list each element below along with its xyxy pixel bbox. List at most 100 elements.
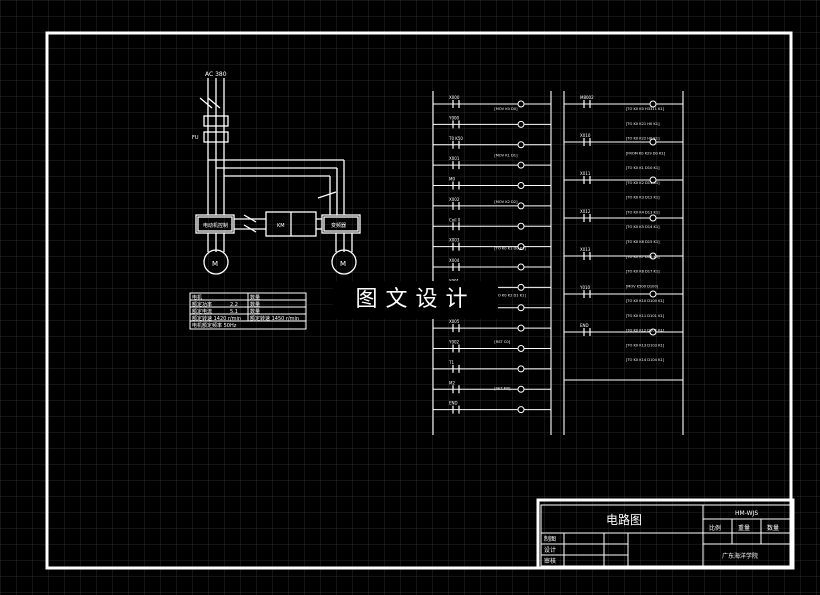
ladder-left-coil <box>517 141 525 149</box>
ladder-right-coil <box>649 290 657 298</box>
table-r2c2: 数量 <box>250 308 260 315</box>
ladder-right <box>563 91 684 435</box>
ladder-left-instruction: [TO K0 K2 D1 K1] <box>494 293 526 297</box>
ladder-left-rung-label: T0 K50 <box>448 136 463 141</box>
ladder-right-coil <box>649 252 657 260</box>
ladder-right-coil <box>649 138 657 146</box>
table-r0c1: 数量 <box>250 294 260 301</box>
ladder-left-rung-label: T1 <box>448 360 454 365</box>
ladder-left-coil <box>517 304 525 312</box>
col-scale: 比例 <box>709 524 721 532</box>
ladder-right-instruction: [TO K0 K22 H0 K1] <box>626 137 660 141</box>
ladder-left-coil <box>517 202 525 210</box>
main-circuit <box>195 78 361 275</box>
title-block <box>536 498 795 570</box>
col-weight: 重量 <box>738 524 750 532</box>
ladder-right-instruction: [TO K0 K10 D100 K1] <box>626 299 665 303</box>
ladder-left-coil <box>517 120 525 128</box>
motor-2 <box>331 249 357 275</box>
ladder-left-coil <box>517 345 525 352</box>
left-drive-label: 电动机控制 <box>203 222 228 229</box>
ladder-right-instruction: [TO K0 K5 D14 K1] <box>626 225 660 229</box>
ladder-right-instruction: [TO K0 K7 D16 K1] <box>626 255 660 259</box>
ladder-left-rung-label: Y001 <box>448 278 460 283</box>
ladder-left-rung-label: X000 <box>449 95 460 100</box>
col-qty: 数量 <box>767 524 779 532</box>
ladder-left-instruction: [MOV K0 D0] <box>494 107 518 111</box>
ladder-right-instruction: [TO K0 K11 D101 K1] <box>626 314 665 318</box>
ladder-right-instruction: [TO K0 K4 D13 K1] <box>626 210 660 214</box>
ladder-right-instruction: [TO K0 K1 D10 K1] <box>626 166 660 170</box>
ladder-left-coil <box>517 324 525 332</box>
table-r4c0: 电机额定频率 50Hz <box>192 322 237 329</box>
ladder-right-instruction: [MOV K500 D100] <box>626 284 659 288</box>
ladder-left-coil <box>517 182 525 189</box>
ladder-right-coil <box>649 100 657 108</box>
ladder-left-rung-label: X005 <box>449 319 460 324</box>
ladder-left-coil <box>517 243 525 251</box>
ladder-left-rung-label: M2 <box>449 380 455 385</box>
spec-table <box>189 292 307 330</box>
table-r3c1: 额定转速 1450 r/min <box>250 315 299 322</box>
ladder-right-rung-label: X010 <box>580 133 591 138</box>
ladder-left-coil <box>517 365 525 373</box>
ladder-left-rung-label: X001 <box>449 156 460 161</box>
ladder-right-instruction: [FROM K0 K29 D0 K1] <box>626 151 666 155</box>
ladder-left-coil <box>517 100 525 108</box>
ladder-left-instruction: [SET M0] <box>494 386 511 390</box>
table-r1c0: 额定功率 <box>192 301 212 308</box>
table-r1c1: 2.2 <box>230 302 238 308</box>
ladder-left-rung-label: END <box>449 401 458 406</box>
school-name: 广东海洋学院 <box>722 552 758 560</box>
ladder-left-instruction: [MOV K2 D2] <box>494 200 518 204</box>
ladder-right-instruction: [TO K0 K2 D11 K1] <box>626 181 660 185</box>
contactor-label: KM <box>277 223 285 229</box>
ladder-left-instruction: [MOV K1 D1] <box>494 154 518 158</box>
ladder-left-rung-label: Coil 0 <box>449 217 461 222</box>
ladder-right-instruction: [TO K0 K8 D17 K1] <box>626 270 660 274</box>
drawing-title: 电路图 <box>606 512 642 527</box>
ladder-right-rung-label: END <box>580 323 589 328</box>
fuse-label: FU <box>192 135 199 141</box>
ladder-right-rung-label: Y010 <box>579 285 591 290</box>
row-draw: 制图 <box>544 535 556 543</box>
ladder-right-instruction: [TO K0 K3 D12 K1] <box>626 196 660 200</box>
watermark: 图文设计 <box>333 281 498 319</box>
ladder-right-coil <box>649 214 657 222</box>
table-r2c0: 额定电流 <box>192 308 212 315</box>
ladder-right-rung-label: X011 <box>580 171 591 176</box>
drawing-frame <box>45 31 793 570</box>
ladder-right-instruction: [TO K0 K13 D103 K1] <box>626 343 665 347</box>
ladder-left-rung-label: Y000 <box>448 115 460 120</box>
ladder-left <box>432 91 552 435</box>
ladder-right-coil <box>649 328 657 336</box>
ladder-left-rung-label: Y002 <box>448 340 460 345</box>
power-label: AC 380 <box>205 71 227 78</box>
ladder-left-rung-label: X004 <box>449 258 460 263</box>
ladder-left-coil <box>517 283 525 291</box>
ladder-right-coil <box>649 176 657 184</box>
ladder-left-instruction: [TO K0 K1 D0 K1] <box>494 247 526 251</box>
right-drive-label: 变频器 <box>331 222 346 229</box>
ladder-right-instruction: [TO K0 K14 D104 K1] <box>626 358 665 362</box>
table-r1c2: 数量 <box>250 301 260 308</box>
table-r0c0: 电机 <box>192 294 202 301</box>
row-check: 审核 <box>544 557 556 565</box>
ladder-right-rung-label: X012 <box>580 209 591 214</box>
motor-1-label: M <box>212 260 218 268</box>
drawing-number: HM-WJS <box>735 510 758 517</box>
ladder-left-coil <box>517 385 525 393</box>
ladder-right-instruction: [TO K0 K0 H3311 K1] <box>626 107 665 111</box>
ladder-left-rung-label: X003 <box>449 238 460 243</box>
ladder-left-rung-label: X002 <box>449 197 460 202</box>
motor-1 <box>203 249 229 275</box>
ladder-right-instruction: [TO K0 K21 H0 K1] <box>626 122 660 126</box>
motor-2-label: M <box>340 260 346 268</box>
ladder-left-coil <box>517 161 525 169</box>
ladder-right-instruction: [TO K0 K6 D15 K1] <box>626 240 660 244</box>
ladder-left-coil <box>517 222 525 230</box>
ladder-left-coil <box>517 406 525 414</box>
ladder-right-rung-label: X013 <box>580 247 591 252</box>
table-r2c1: 5.1 <box>230 309 238 315</box>
